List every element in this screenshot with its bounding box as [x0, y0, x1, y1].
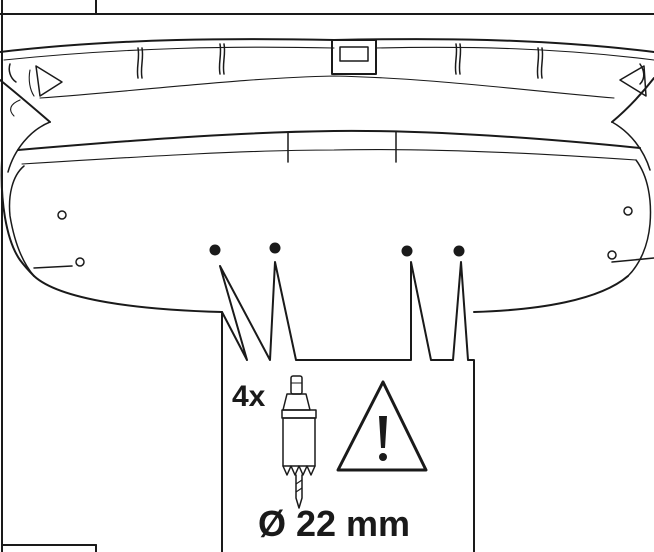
plate-holder	[331, 39, 377, 75]
drill-point-3	[401, 245, 413, 257]
callout-box	[219, 261, 475, 552]
clip-markers	[136, 43, 544, 79]
drill-point-1	[209, 244, 221, 256]
existing-holes	[57, 206, 633, 267]
diameter-label: Ø 22 mm	[258, 503, 410, 544]
bumper-outline	[0, 38, 654, 313]
warning-icon	[336, 380, 428, 472]
center-marks	[287, 131, 397, 163]
side-reflectors	[28, 65, 647, 97]
drill-point-2	[269, 242, 281, 254]
quantity-label: 4x	[232, 380, 266, 413]
drill-points	[209, 242, 465, 257]
drill-point-4	[453, 245, 465, 257]
hole-saw-icon	[281, 375, 317, 509]
